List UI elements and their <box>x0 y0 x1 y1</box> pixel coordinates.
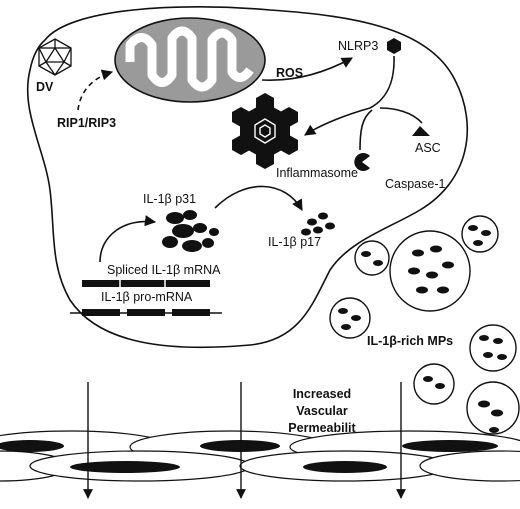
caspase-connector <box>359 109 373 151</box>
microparticle <box>389 230 471 312</box>
assembly-arrow <box>304 107 371 136</box>
caspase-pacman <box>354 153 370 172</box>
asc-label: ASC <box>415 141 441 155</box>
permeability-line-1: Increased <box>293 387 351 401</box>
spliced-mrna-icon <box>82 280 210 287</box>
microparticle <box>413 363 455 405</box>
cell-membrane <box>26 6 468 349</box>
pro-mrna-icon <box>70 309 222 316</box>
spliced-mrna-label: Spliced IL-1β mRNA <box>107 263 221 277</box>
virus-label: DV <box>36 80 54 94</box>
virus-icon <box>38 38 72 76</box>
p31-molecules-icon <box>162 210 219 252</box>
translation-arrow <box>99 215 157 263</box>
ros-label: ROS <box>276 66 303 80</box>
microparticle <box>469 324 517 372</box>
p31-label: IL-1β p31 <box>143 192 196 206</box>
rip-label: RIP1/RIP3 <box>57 116 116 130</box>
microparticle <box>329 297 371 339</box>
pro-mrna-label: IL-1β pro-mRNA <box>101 290 193 304</box>
endothelium <box>0 430 520 482</box>
ros-arrow <box>261 57 353 81</box>
microparticle <box>354 240 390 276</box>
asc-icon <box>412 126 430 136</box>
microparticle <box>461 215 499 253</box>
cleavage-arrow <box>214 185 303 211</box>
asc-connector <box>379 107 423 124</box>
nlrp3-icon <box>387 38 401 54</box>
inflammasome-label: Inflammasome <box>276 166 358 180</box>
assembly-bracket <box>369 55 395 109</box>
p17-label: IL-1β p17 <box>268 235 321 249</box>
inflammasome-icon <box>232 93 298 169</box>
mitochondrion-icon <box>114 17 266 103</box>
caspase-label: Caspase-1 <box>385 177 445 191</box>
inflammasome-core <box>254 118 276 144</box>
permeability-line-3: Permeabilit <box>288 421 356 435</box>
permeability-line-2: Vascular <box>296 404 348 418</box>
p17-molecules-icon <box>301 212 335 236</box>
microparticle <box>466 381 520 435</box>
endothelial-nuclei <box>0 440 498 473</box>
mps-label: IL-1β-rich MPs <box>367 334 453 348</box>
rip-to-mito-arrow <box>77 69 114 111</box>
nlrp3-label: NLRP3 <box>338 39 378 53</box>
